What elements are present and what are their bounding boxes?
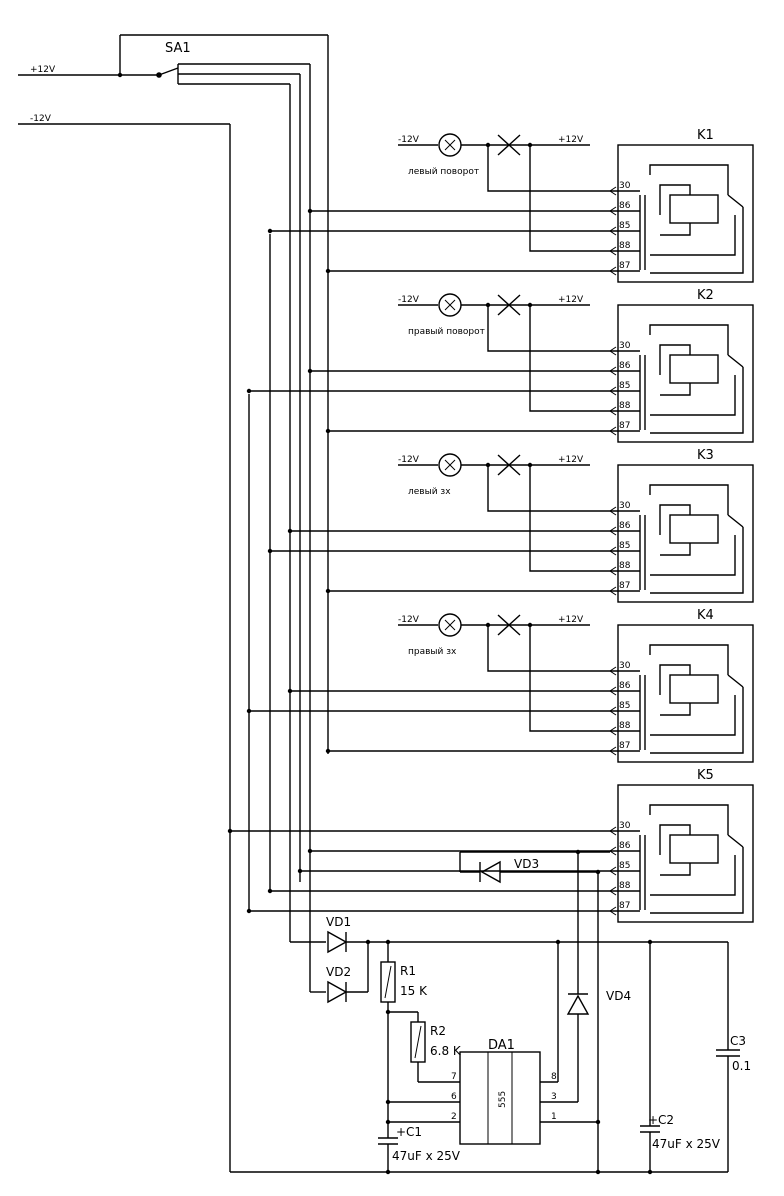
relay-pin-label: 30 [619,821,631,831]
relay-pin-label: 86 [619,841,631,851]
relay-pin-label: 88 [619,881,631,891]
lamp-plus-label: +12V [558,615,584,625]
lamp-minus-label: -12V [398,295,420,305]
chip-type: 555 [498,1091,508,1108]
relay-pin-label: 30 [619,661,631,671]
lamp-circuit-3: -12V левый зх +12V [398,453,612,572]
relay-name: K1 [697,128,714,143]
vd4-label: VD4 [606,989,631,1003]
vd3-label: VD3 [514,857,539,871]
relay-pin-label: 88 [619,561,631,571]
switch-label: SA1 [165,41,191,56]
relay-pin-label: 30 [619,341,631,351]
relay-pin-label: 85 [619,381,630,391]
relay-pin-label: 86 [619,201,631,211]
relay-pin-label: 87 [619,901,630,911]
pin-3: 3 [551,1092,557,1102]
relay-pin-label: 88 [619,241,631,251]
lamp-caption: правый поворот [408,327,485,337]
c1-value: 47uF x 25V [392,1149,461,1163]
lamp-caption: левый зх [408,487,451,497]
supply-plus-label: +12V [30,65,56,75]
relay-k4: K4 30 86 85 88 87 [246,608,754,763]
lamp-plus-label: +12V [558,455,584,465]
lamp-plus-label: +12V [558,135,584,145]
relay-pin-label: 85 [619,861,630,871]
relay-pin-label: 86 [619,361,631,371]
lamp-minus-label: -12V [398,135,420,145]
relay-pin-label: 85 [619,701,630,711]
c2-value: 47uF x 25V [652,1137,721,1151]
relay-pin-label: 88 [619,721,631,731]
c3-value: 0.1 [732,1059,751,1073]
relay-pin-label: 30 [619,501,631,511]
lamp-caption: правый зх [408,647,457,657]
relay-k5: K5 30 86 85 88 87 [227,768,754,923]
relay-pin-label: 30 [619,181,631,191]
relay-pin-label: 85 [619,541,630,551]
relay-pin-label: 87 [619,421,630,431]
bus-lines [229,35,329,1172]
r2-name: R2 [430,1024,446,1038]
relay-pin-label: 86 [619,521,631,531]
c3-name: C3 [730,1034,746,1048]
pin-2: 2 [451,1112,457,1122]
supply-minus-label: -12V [30,114,52,124]
lamp-layer: -12V левый поворот +12V -12V правый поворот +… [398,133,612,732]
relay-pin-label: 85 [619,221,630,231]
relay-pin-label: 87 [619,261,630,271]
relay-name: K3 [697,448,714,463]
pin-8: 8 [551,1072,557,1082]
relay-name: K4 [697,608,714,623]
pin-6: 6 [451,1092,457,1102]
da1-label: DA1 [488,1038,515,1053]
relay-k1: K1 30 86 85 88 87 [267,128,754,283]
lamp-caption: левый поворот [408,167,479,177]
relay-layer: K13086858887K23086858887K33086858887K430… [227,128,754,923]
relay-k2: K2 30 86 85 88 87 [246,288,754,443]
relay-name: K5 [697,768,714,783]
relay-pin-label: 87 [619,581,630,591]
timer-chip [459,1051,541,1145]
relay-name: K2 [697,288,714,303]
r2-value: 6.8 K [430,1044,462,1058]
relay-pin-label: 86 [619,681,631,691]
lamp-circuit-1: -12V левый поворот +12V [398,133,612,252]
power-input: +12V -12V [18,34,328,125]
lamp-minus-label: -12V [398,455,420,465]
vd1-label: VD1 [326,915,351,929]
lamp-circuit-2: -12V правый поворот +12V [398,293,612,412]
pin-1: 1 [551,1112,557,1122]
r1-name: R1 [400,964,416,978]
lamp-circuit-4: -12V правый зх +12V [398,613,612,732]
pin-7: 7 [451,1072,457,1082]
c1-name: +C1 [396,1125,422,1139]
r1-value: 15 K [400,984,428,998]
relay-pin-label: 88 [619,401,631,411]
lamp-minus-label: -12V [398,615,420,625]
control-circuit: VD1 VD2 R1 15 K R2 6.8 K [230,849,751,1175]
vd2-label: VD2 [326,965,351,979]
relay-k3: K3 30 86 85 88 87 [267,448,754,603]
lamp-plus-label: +12V [558,295,584,305]
c2-name: +C2 [648,1113,674,1127]
switch-sa1: SA1 [158,41,310,85]
relay-pin-label: 87 [619,741,630,751]
